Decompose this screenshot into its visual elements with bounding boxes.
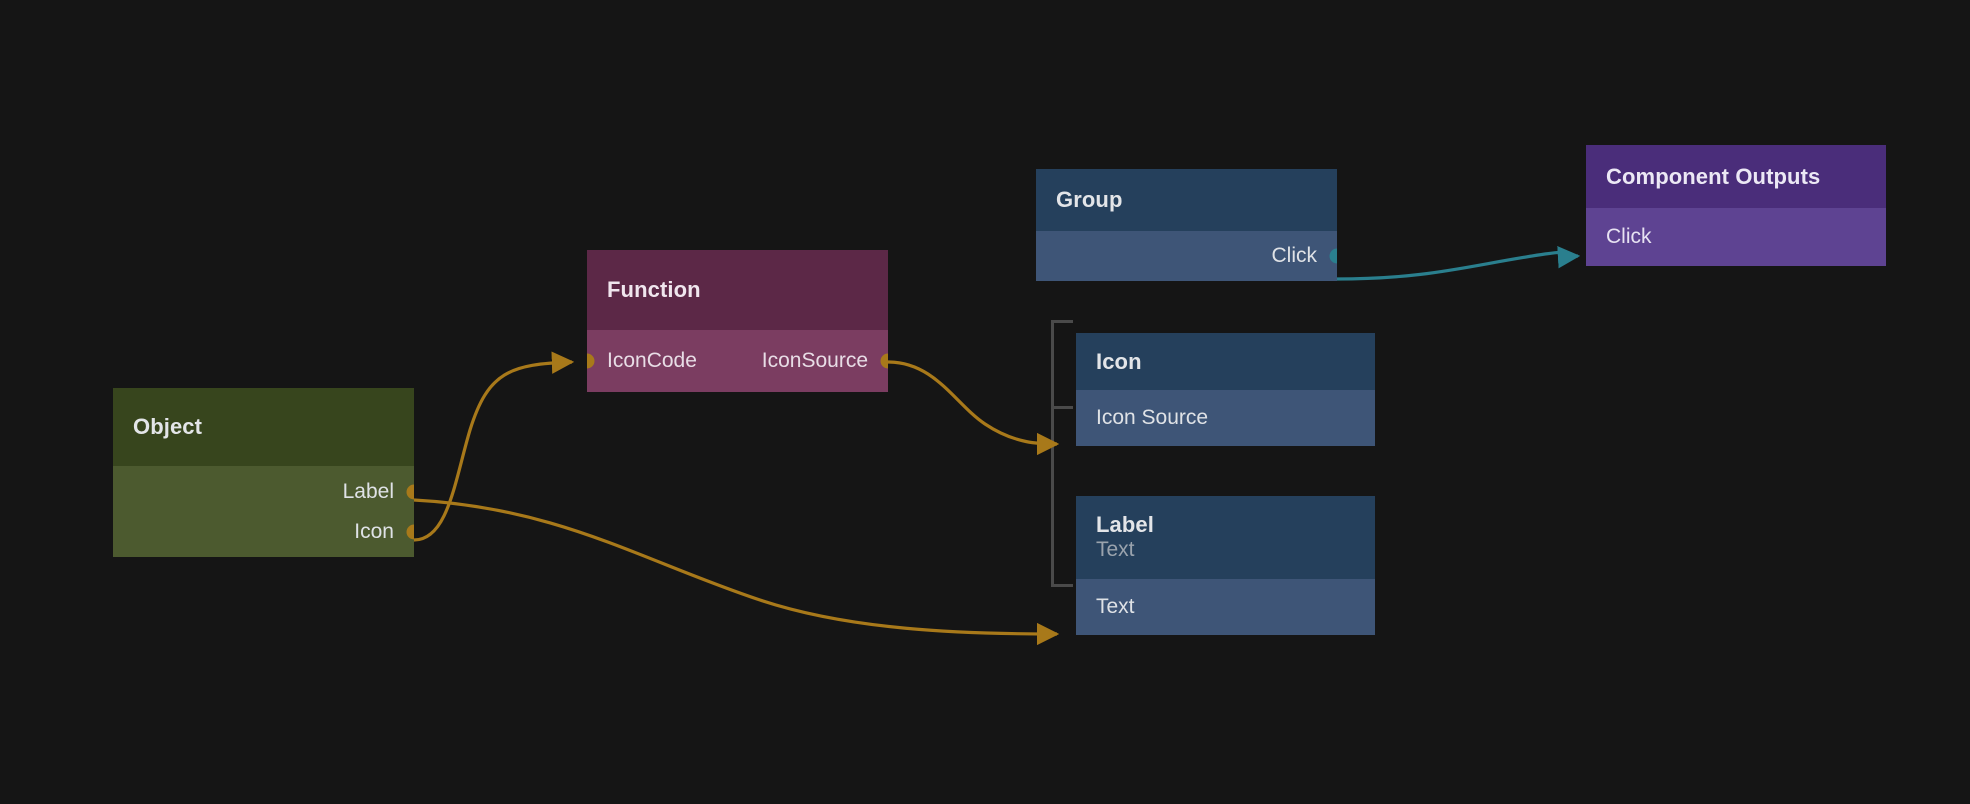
- port-label-label-text: Text: [1096, 595, 1135, 618]
- port-dot-object-label[interactable]: [406, 484, 414, 500]
- port-dot-function-iconcode[interactable]: [587, 353, 595, 369]
- node-label-title: Label: [1096, 512, 1154, 538]
- node-icon-title: Icon: [1096, 348, 1142, 374]
- node-function-body: IconCode IconSource: [587, 330, 888, 392]
- node-icon-body: Icon Source: [1076, 390, 1375, 446]
- tree-guide-vertical: [1051, 320, 1054, 587]
- port-label-object-label: Label: [342, 480, 394, 503]
- port-dot-function-iconsource[interactable]: [880, 353, 888, 369]
- port-label-function-iconcode: IconCode: [607, 349, 697, 372]
- node-icon-header[interactable]: Icon: [1076, 333, 1375, 390]
- port-row-object-label[interactable]: Label: [113, 472, 414, 512]
- port-label-object-icon: Icon: [354, 520, 394, 543]
- node-object-body: Label Icon: [113, 466, 414, 557]
- node-object-title: Object: [133, 414, 203, 440]
- tree-guide-tick-label: [1051, 584, 1073, 587]
- node-function-header[interactable]: Function: [587, 250, 888, 330]
- port-row-icon-source[interactable]: Icon Source: [1076, 390, 1375, 446]
- node-object[interactable]: Object Label Icon: [113, 388, 414, 557]
- port-row-function-iconsource[interactable]: IconSource: [717, 330, 888, 392]
- port-dot-group-click[interactable]: [1329, 248, 1337, 264]
- node-group-title: Group: [1056, 187, 1123, 213]
- edge-function-iconsource-to-icon-source: [887, 360, 1060, 456]
- port-row-label-text[interactable]: Text: [1076, 579, 1375, 635]
- node-component-outputs-header[interactable]: Component Outputs: [1586, 145, 1886, 208]
- port-row-group-click[interactable]: Click: [1036, 231, 1337, 281]
- port-row-component-outputs-click[interactable]: Click: [1586, 208, 1886, 266]
- node-function[interactable]: Function IconCode IconSource: [587, 250, 888, 392]
- port-label-function-iconsource: IconSource: [761, 349, 868, 372]
- port-dot-object-icon[interactable]: [406, 524, 414, 540]
- node-component-outputs-title: Component Outputs: [1606, 163, 1821, 189]
- node-object-header[interactable]: Object: [113, 388, 414, 466]
- node-label[interactable]: Label Text Text: [1076, 496, 1375, 635]
- node-component-outputs[interactable]: Component Outputs Click: [1586, 145, 1886, 266]
- node-function-title: Function: [607, 277, 701, 303]
- node-icon[interactable]: Icon Icon Source: [1076, 333, 1375, 446]
- edge-object-icon-to-function-iconcode: [413, 351, 575, 542]
- port-label-icon-source: Icon Source: [1096, 406, 1209, 429]
- node-group[interactable]: Group Click: [1036, 169, 1337, 281]
- node-label-header[interactable]: Label Text: [1076, 496, 1375, 579]
- edge-group-click-to-component-outputs-click: [1335, 246, 1581, 281]
- node-component-outputs-body: Click: [1586, 208, 1886, 266]
- edge-object-label-to-label-text: [413, 498, 1060, 646]
- port-label-group-click: Click: [1271, 244, 1318, 267]
- tree-guide-tick-top: [1051, 320, 1073, 323]
- port-label-component-outputs-click: Click: [1606, 225, 1652, 248]
- node-group-header[interactable]: Group: [1036, 169, 1337, 231]
- node-group-body: Click: [1036, 231, 1337, 281]
- node-label-body: Text: [1076, 579, 1375, 635]
- node-label-subtitle: Text: [1096, 538, 1135, 562]
- port-row-object-icon[interactable]: Icon: [113, 512, 414, 552]
- port-row-function-iconcode[interactable]: IconCode: [587, 330, 717, 392]
- tree-guide-tick-icon: [1051, 406, 1073, 409]
